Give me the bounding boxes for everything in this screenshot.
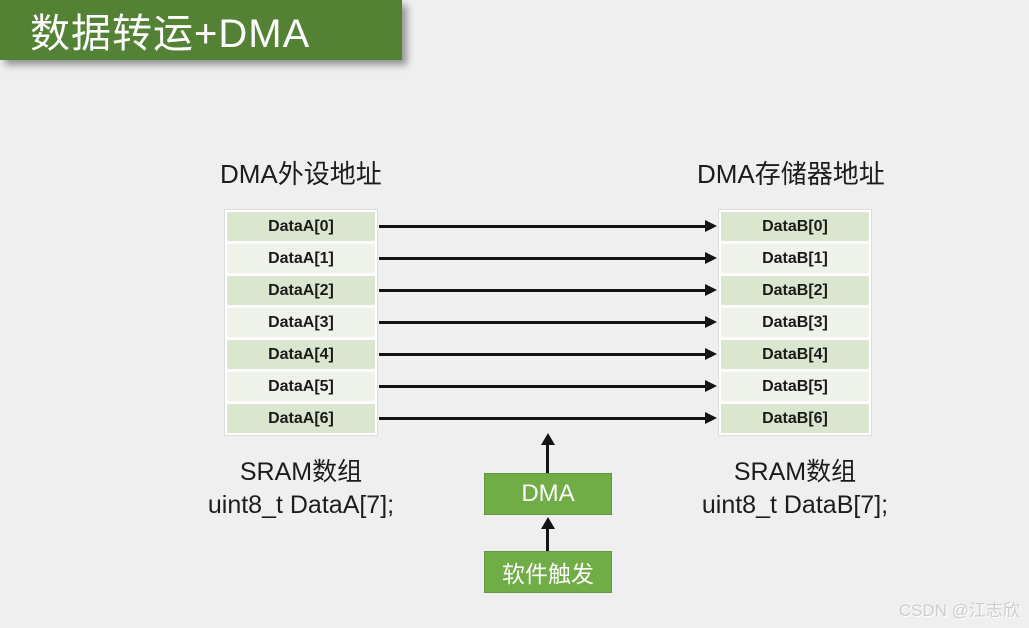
cell-dataa-1: DataA[1]	[227, 244, 375, 273]
cell-datab-6: DataB[6]	[721, 404, 869, 433]
cell-dataa-0: DataA[0]	[227, 212, 375, 241]
transfer-arrow-6	[379, 412, 717, 424]
dma-up-arrow	[540, 433, 555, 473]
label-dma-memory-address: DMA存储器地址	[697, 159, 885, 189]
transfer-arrow-4	[379, 348, 717, 360]
cell-dataa-3: DataA[3]	[227, 308, 375, 337]
watermark: CSDN @江志欣	[898, 601, 1020, 620]
cell-dataa-5: DataA[5]	[227, 372, 375, 401]
caption-sram-datab-line2: uint8_t DataB[7];	[701, 491, 889, 519]
title-banner: 数据转运+DMA	[0, 0, 402, 60]
cell-datab-0: DataB[0]	[721, 212, 869, 241]
cell-datab-5: DataB[5]	[721, 372, 869, 401]
cell-dataa-2: DataA[2]	[227, 276, 375, 305]
caption-sram-datab-line1: SRAM数组	[733, 458, 857, 486]
transfer-arrow-5	[379, 380, 717, 392]
trigger-up-arrow	[540, 517, 555, 551]
caption-sram-dataa-line1: SRAM数组	[239, 458, 363, 486]
software-trigger-box: 软件触发	[484, 551, 612, 593]
cell-dataa-4: DataA[4]	[227, 340, 375, 369]
cell-dataa-6: DataA[6]	[227, 404, 375, 433]
page-title: 数据转运+DMA	[30, 12, 311, 56]
cell-datab-2: DataB[2]	[721, 276, 869, 305]
transfer-arrow-2	[379, 284, 717, 296]
label-dma-peripheral-address: DMA外设地址	[220, 159, 382, 189]
cell-datab-1: DataB[1]	[721, 244, 869, 273]
caption-sram-datab: SRAM数组 uint8_t DataB[7];	[665, 456, 925, 522]
cell-datab-3: DataB[3]	[721, 308, 869, 337]
cell-datab-4: DataB[4]	[721, 340, 869, 369]
transfer-arrow-1	[379, 252, 717, 264]
dma-box: DMA	[484, 473, 612, 515]
memory-column-dataa: DataA[0] DataA[1] DataA[2] DataA[3] Data…	[225, 210, 377, 435]
memory-column-datab: DataB[0] DataB[1] DataB[2] DataB[3] Data…	[719, 210, 871, 435]
caption-sram-dataa-line2: uint8_t DataA[7];	[207, 491, 395, 519]
transfer-arrow-0	[379, 220, 717, 232]
caption-sram-dataa: SRAM数组 uint8_t DataA[7];	[171, 456, 431, 522]
transfer-arrow-3	[379, 316, 717, 328]
